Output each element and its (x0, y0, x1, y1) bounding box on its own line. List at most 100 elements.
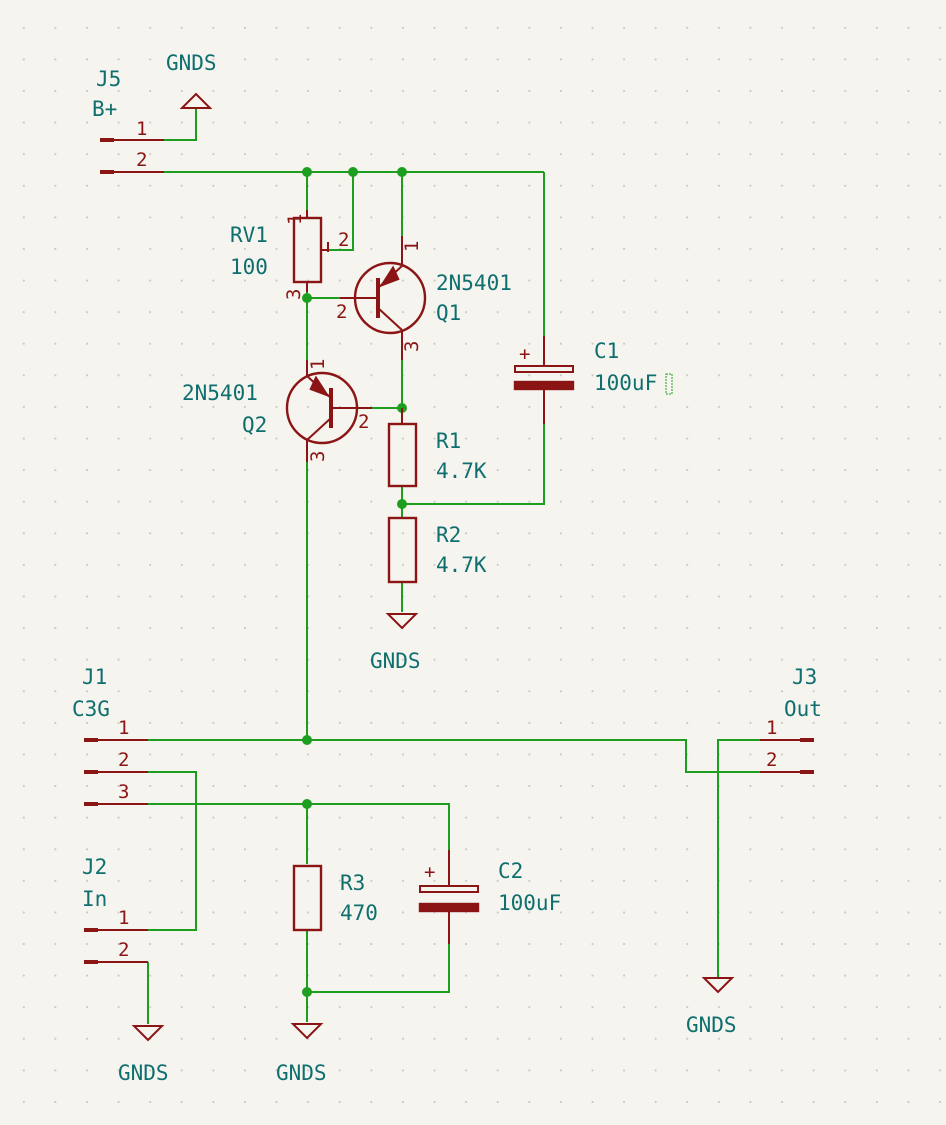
q2-collector-lead (306, 417, 332, 441)
j1-pin2-number: 2 (118, 749, 129, 771)
gnd-symbol-j2: GNDS (118, 1025, 169, 1085)
text-cursor-marker (665, 373, 673, 395)
wire-j1p1-j3p2[interactable] (148, 739, 760, 773)
transistor-q2[interactable]: 1 2 3 2N5401 Q2 (182, 359, 372, 462)
connector-j1[interactable]: 1 2 3 J1 C3G (72, 665, 148, 806)
gnd-symbol-r2: GNDS (370, 613, 421, 673)
c1-plate-negative (513, 380, 575, 391)
q2-ref: Q2 (242, 413, 267, 437)
rv1-value: 100 (230, 255, 268, 279)
r2-body (387, 516, 418, 584)
junction-dot (348, 167, 358, 177)
wire-r-divider-c1[interactable] (402, 424, 545, 505)
wire-j1p3[interactable] (148, 803, 450, 850)
c1-plate-positive (514, 365, 574, 373)
resistor-r3[interactable]: R3 470 (292, 864, 378, 932)
r2-ref: R2 (436, 523, 461, 547)
wire-rv1-wiper[interactable] (328, 172, 354, 251)
j1-pin3-number: 3 (118, 781, 129, 803)
c2-ref: C2 (498, 859, 523, 883)
r3-body (292, 864, 323, 932)
q1-collector-lead (377, 307, 403, 331)
gnd-top-label: GNDS (166, 51, 217, 75)
junction-dot (302, 799, 312, 809)
gnd-triangle-icon (131, 1025, 165, 1042)
wires (147, 108, 760, 1024)
c2-plate-negative (418, 902, 480, 913)
c1-polarity: + (519, 343, 530, 365)
q2-pin3-number: 3 (307, 451, 329, 462)
q2-arrow-icon (309, 375, 330, 398)
rv1-ref: RV1 (230, 223, 268, 247)
j5-value: B+ (92, 97, 117, 121)
gnd-symbol-top: GNDS (166, 51, 217, 109)
wire-j1p2-j2p1[interactable] (148, 771, 197, 931)
junction-dot (302, 293, 312, 303)
gnd-r2-label: GNDS (370, 649, 421, 673)
gnd-j3-label: GNDS (686, 1013, 737, 1037)
j5-pin1-number: 1 (136, 118, 147, 140)
j2-pin1-number: 1 (118, 907, 129, 929)
transistor-q1[interactable]: 1 2 3 2N5401 Q1 (336, 236, 512, 360)
j1-value: C3G (72, 697, 110, 721)
r3-ref: R3 (340, 871, 365, 895)
j1-ref: J1 (82, 665, 107, 689)
c1-ref: C1 (594, 339, 619, 363)
q1-pin3-number: 3 (401, 341, 423, 352)
q1-value: 2N5401 (436, 271, 512, 295)
wire-j5-gnd[interactable] (164, 108, 197, 141)
c1-value: 100uF (594, 371, 657, 395)
j3-ref: J3 (792, 665, 817, 689)
junction-dot (302, 987, 312, 997)
wire-j3p1-gnd[interactable] (717, 739, 760, 978)
rv1-body (292, 216, 323, 284)
gnd-triangle-icon (179, 92, 213, 109)
gnd-triangle-icon (290, 1023, 324, 1040)
c2-plate-positive (419, 885, 479, 893)
gnd-symbol-r3: GNDS (276, 1023, 327, 1085)
q2-pin2-number: 2 (358, 411, 369, 433)
rv1-pin3-number: 3 (283, 289, 305, 300)
j2-pin2-number: 2 (118, 939, 129, 961)
connector-j3[interactable]: 1 2 J3 Out (760, 665, 822, 774)
q1-ref: Q1 (436, 301, 461, 325)
q2-pin1-number: 1 (307, 359, 329, 370)
potentiometer-rv1[interactable]: 1 2 3 RV1 100 (230, 210, 349, 300)
j2-value: In (82, 887, 107, 911)
capacitor-c1[interactable]: + C1 100uF (513, 336, 673, 424)
wire-c2-bottom[interactable] (307, 944, 450, 993)
connector-j5[interactable]: 1 2 J5 B+ (92, 67, 164, 174)
r2-value: 4.7K (436, 553, 487, 577)
resistor-r2[interactable]: R2 4.7K (387, 516, 487, 584)
junction-dot (302, 735, 312, 745)
rv1-pin1-number: 1 (284, 214, 306, 225)
j5-pin2-number: 2 (136, 149, 147, 171)
q1-arrow-icon (379, 265, 400, 288)
q1-pin1-number: 1 (401, 241, 423, 252)
r1-ref: R1 (436, 429, 461, 453)
q1-pin2-number: 2 (336, 301, 347, 323)
connector-j2[interactable]: 1 2 J2 In (82, 855, 148, 964)
capacitor-c2[interactable]: + C2 100uF (418, 850, 561, 944)
gnd-triangle-icon (701, 977, 735, 994)
j2-ref: J2 (82, 855, 107, 879)
gnd-symbol-j3: GNDS (686, 977, 737, 1037)
j3-pin2-number: 2 (766, 749, 777, 771)
q2-value: 2N5401 (182, 381, 258, 405)
junction-dot (397, 499, 407, 509)
resistor-r1[interactable]: R1 4.7K (387, 408, 487, 488)
j3-pin1-number: 1 (766, 717, 777, 739)
c2-value: 100uF (498, 891, 561, 915)
j1-pin1-number: 1 (118, 717, 129, 739)
r3-value: 470 (340, 901, 378, 925)
gnd-j2-label: GNDS (118, 1061, 169, 1085)
r1-value: 4.7K (436, 459, 487, 483)
junction-dot (302, 167, 312, 177)
gnd-triangle-icon (385, 613, 419, 630)
rv1-pin2-number: 2 (338, 229, 349, 251)
j5-ref: J5 (96, 67, 121, 91)
j3-value: Out (784, 697, 822, 721)
r1-body (387, 422, 418, 488)
junction-dot (397, 167, 407, 177)
